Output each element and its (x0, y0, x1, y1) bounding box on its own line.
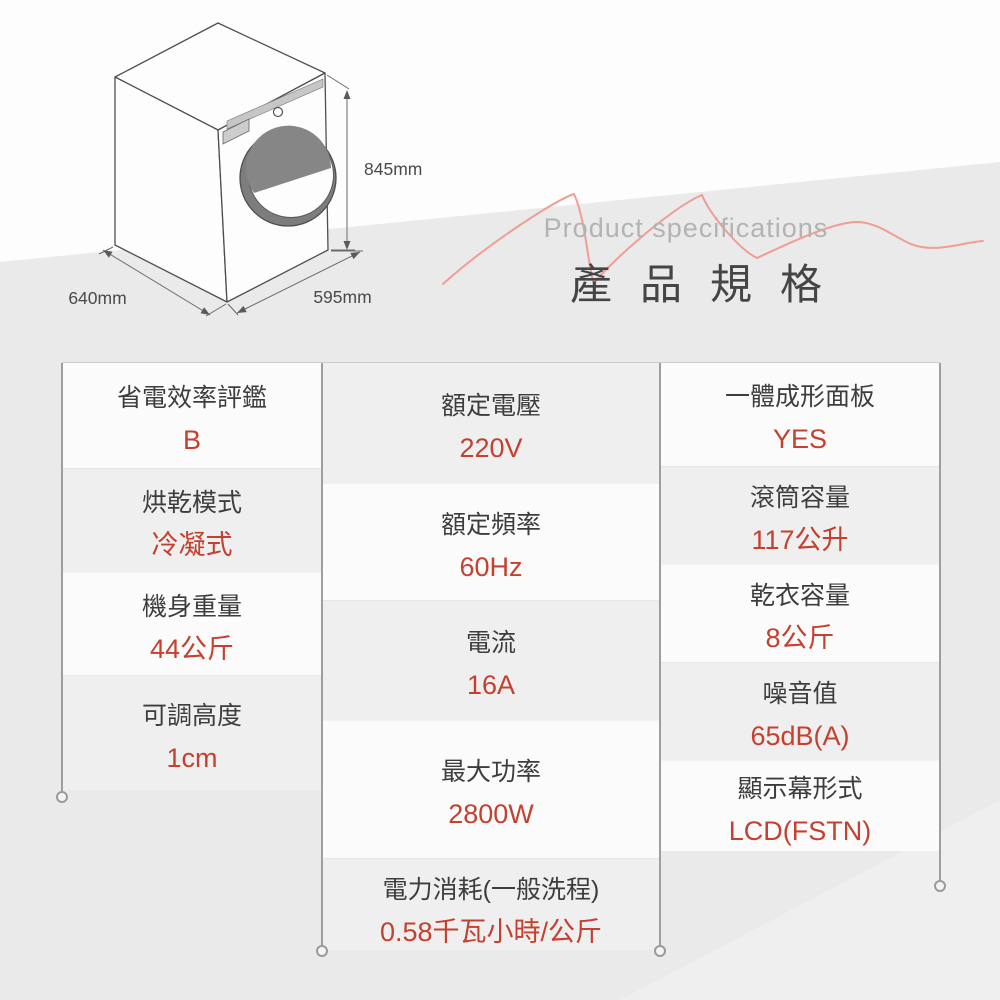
spec-label: 可調高度 (141, 701, 242, 730)
spec-label: 額定頻率 (440, 510, 541, 539)
spec-cell: 額定電壓 220V (322, 363, 660, 483)
spec-cell: 機身重量 44公斤 (62, 572, 322, 675)
dim-height-label: 845mm (364, 159, 423, 179)
rule-end-dot-icon (654, 945, 666, 957)
rule-end-dot-icon (316, 945, 328, 957)
spec-cell: 最大功率 2800W (322, 720, 660, 858)
table-rule-mid-left (321, 363, 323, 945)
rule-end-dot-icon (934, 880, 946, 892)
spec-label: 額定電壓 (440, 391, 541, 420)
spec-value: 1cm (166, 742, 218, 773)
spec-value: 0.58千瓦小時/公斤 (379, 917, 603, 947)
spec-column-1: 省電效率評鑑 B 烘乾模式 冷凝式 機身重量 44公斤 可調高度 1cm (62, 363, 322, 790)
spec-label: 噪音值 (762, 680, 838, 708)
spec-cell: 乾衣容量 8公斤 (660, 564, 940, 662)
spec-cell: 一體成形面板 YES (660, 363, 940, 466)
spec-value: 117公升 (751, 525, 849, 555)
spec-cell: 電力消耗(一般洗程) 0.58千瓦小時/公斤 (322, 858, 660, 950)
spec-label: 電流 (465, 629, 516, 657)
spec-cell: 噪音值 65dB(A) (660, 662, 940, 760)
spec-label: 顯示幕形式 (737, 774, 863, 803)
spec-label: 乾衣容量 (749, 582, 850, 610)
spec-cell: 額定頻率 60Hz (322, 483, 660, 600)
spec-value: 8公斤 (765, 623, 835, 653)
spec-cell: 可調高度 1cm (62, 675, 322, 790)
spec-label: 電力消耗(一般洗程) (382, 876, 600, 904)
spec-value: LCD(FSTN) (728, 815, 872, 846)
spec-cell: 烘乾模式 冷凝式 (62, 468, 322, 572)
spec-label: 滾筒容量 (749, 484, 850, 512)
page-title: 產品規格 (569, 261, 850, 308)
spec-label: 烘乾模式 (141, 489, 242, 517)
dryer-illustration (98, 22, 363, 317)
spec-value: 65dB(A) (750, 721, 850, 751)
spec-label: 機身重量 (141, 592, 242, 621)
spec-label: 最大功率 (440, 758, 541, 786)
spec-column-3: 一體成形面板 YES 滾筒容量 117公升 乾衣容量 8公斤 噪音值 65dB(… (660, 363, 940, 851)
table-rule-mid-right (659, 363, 661, 945)
rule-end-dot-icon (56, 791, 68, 803)
spec-label: 省電效率評鑑 (116, 384, 267, 412)
spec-value: 60Hz (459, 551, 523, 582)
spec-label: 一體成形面板 (724, 383, 875, 411)
spec-cell: 省電效率評鑑 B (62, 363, 322, 468)
table-rule-right (939, 363, 941, 880)
spec-value: 2800W (448, 799, 534, 829)
spec-cell: 電流 16A (322, 600, 660, 720)
table-top-border (62, 362, 940, 363)
spec-value: 220V (459, 432, 523, 463)
spec-value: YES (772, 424, 828, 454)
table-rule-left (61, 363, 63, 791)
decorative-wave-line-icon (442, 192, 984, 287)
spec-cell: 顯示幕形式 LCD(FSTN) (660, 760, 940, 851)
dim-depth-label: 640mm (68, 288, 127, 308)
spec-value: 16A (466, 670, 516, 700)
spec-value: 冷凝式 (151, 530, 233, 560)
dim-width-label: 595mm (313, 287, 372, 307)
spec-value: 44公斤 (149, 633, 235, 664)
spec-value: B (182, 425, 201, 455)
spec-column-2: 額定電壓 220V 額定頻率 60Hz 電流 16A 最大功率 2800W 電力… (322, 363, 660, 950)
header-subtitle: Product specifications (543, 213, 829, 243)
spec-cell: 滾筒容量 117公升 (660, 466, 940, 564)
